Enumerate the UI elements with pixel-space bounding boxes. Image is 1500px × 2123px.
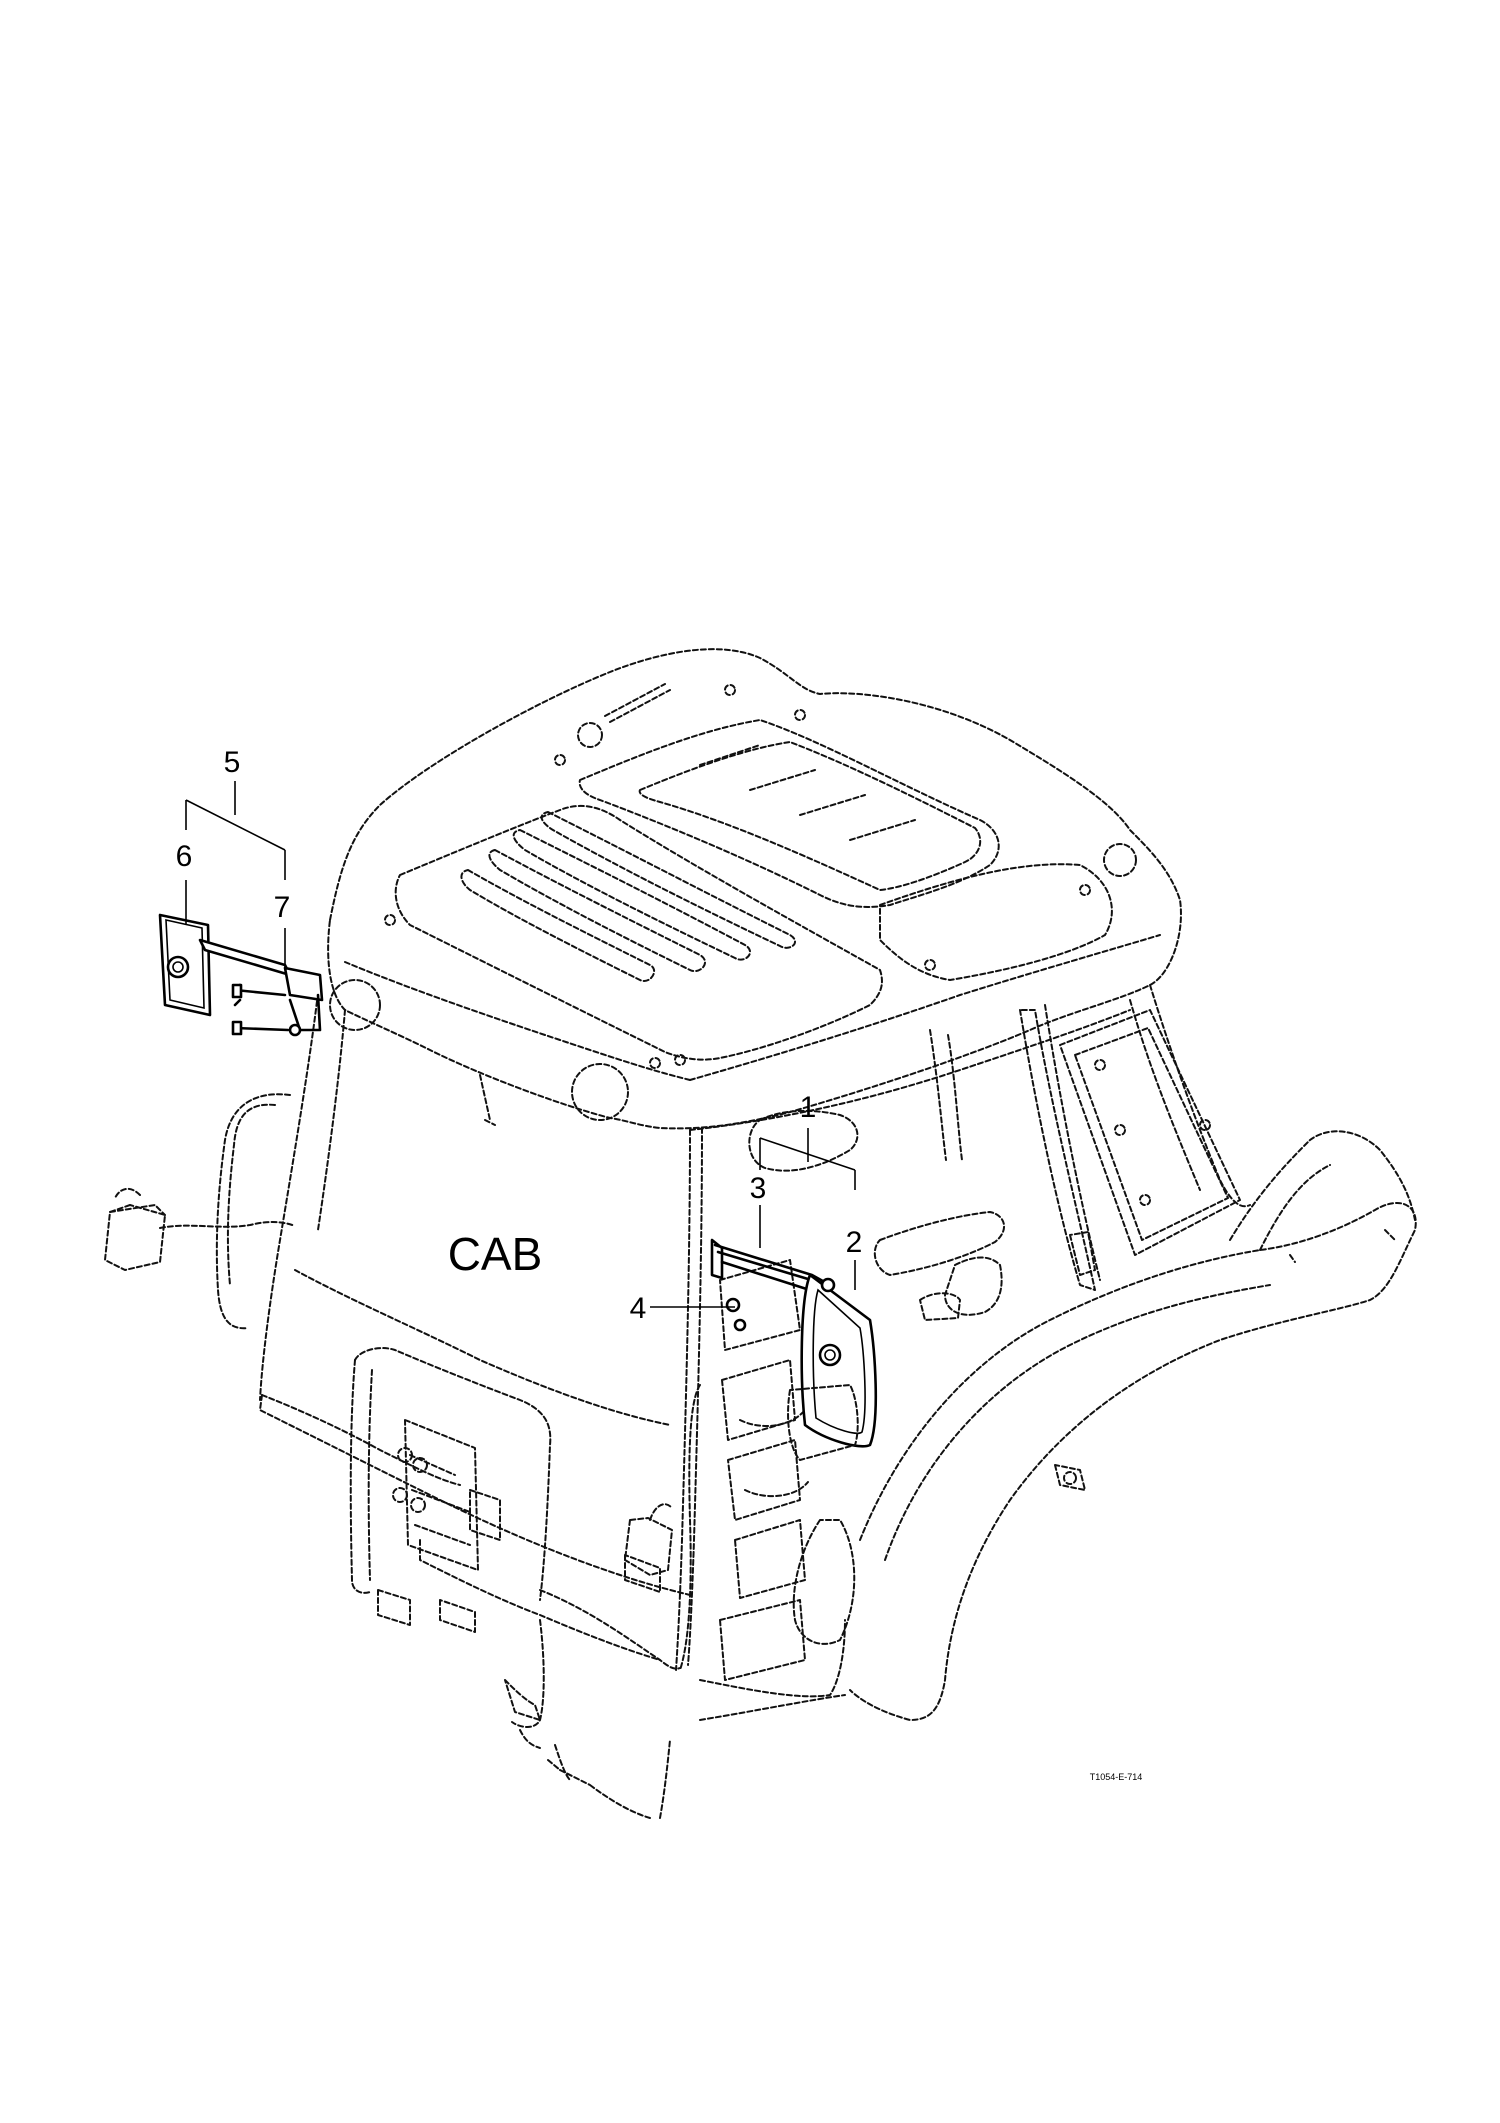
cab-outline <box>104 648 1417 1819</box>
left-mirror-assembly <box>158 913 324 1037</box>
roof-bolts <box>384 684 1091 1069</box>
rear-hydraulic-panel <box>349 1347 552 1633</box>
callout-6: 6 <box>176 840 193 873</box>
reference-code: T1054-E-714 <box>1090 1772 1143 1782</box>
cab-label: CAB <box>448 1228 543 1280</box>
callout-1: 1 <box>800 1091 817 1124</box>
callout-4: 4 <box>630 1292 647 1325</box>
right-mirror-assembly <box>710 1238 878 1461</box>
callout-2: 2 <box>846 1226 863 1259</box>
side-work-lamp <box>104 1187 296 1271</box>
right-fender <box>849 1130 1417 1721</box>
right-door-frame <box>1019 984 1251 1291</box>
callout-7: 7 <box>274 891 291 924</box>
callout-3: 3 <box>750 1172 767 1205</box>
callout-5: 5 <box>224 746 241 779</box>
leader-lines <box>185 781 856 1308</box>
rear-work-lamp <box>624 1503 673 1576</box>
